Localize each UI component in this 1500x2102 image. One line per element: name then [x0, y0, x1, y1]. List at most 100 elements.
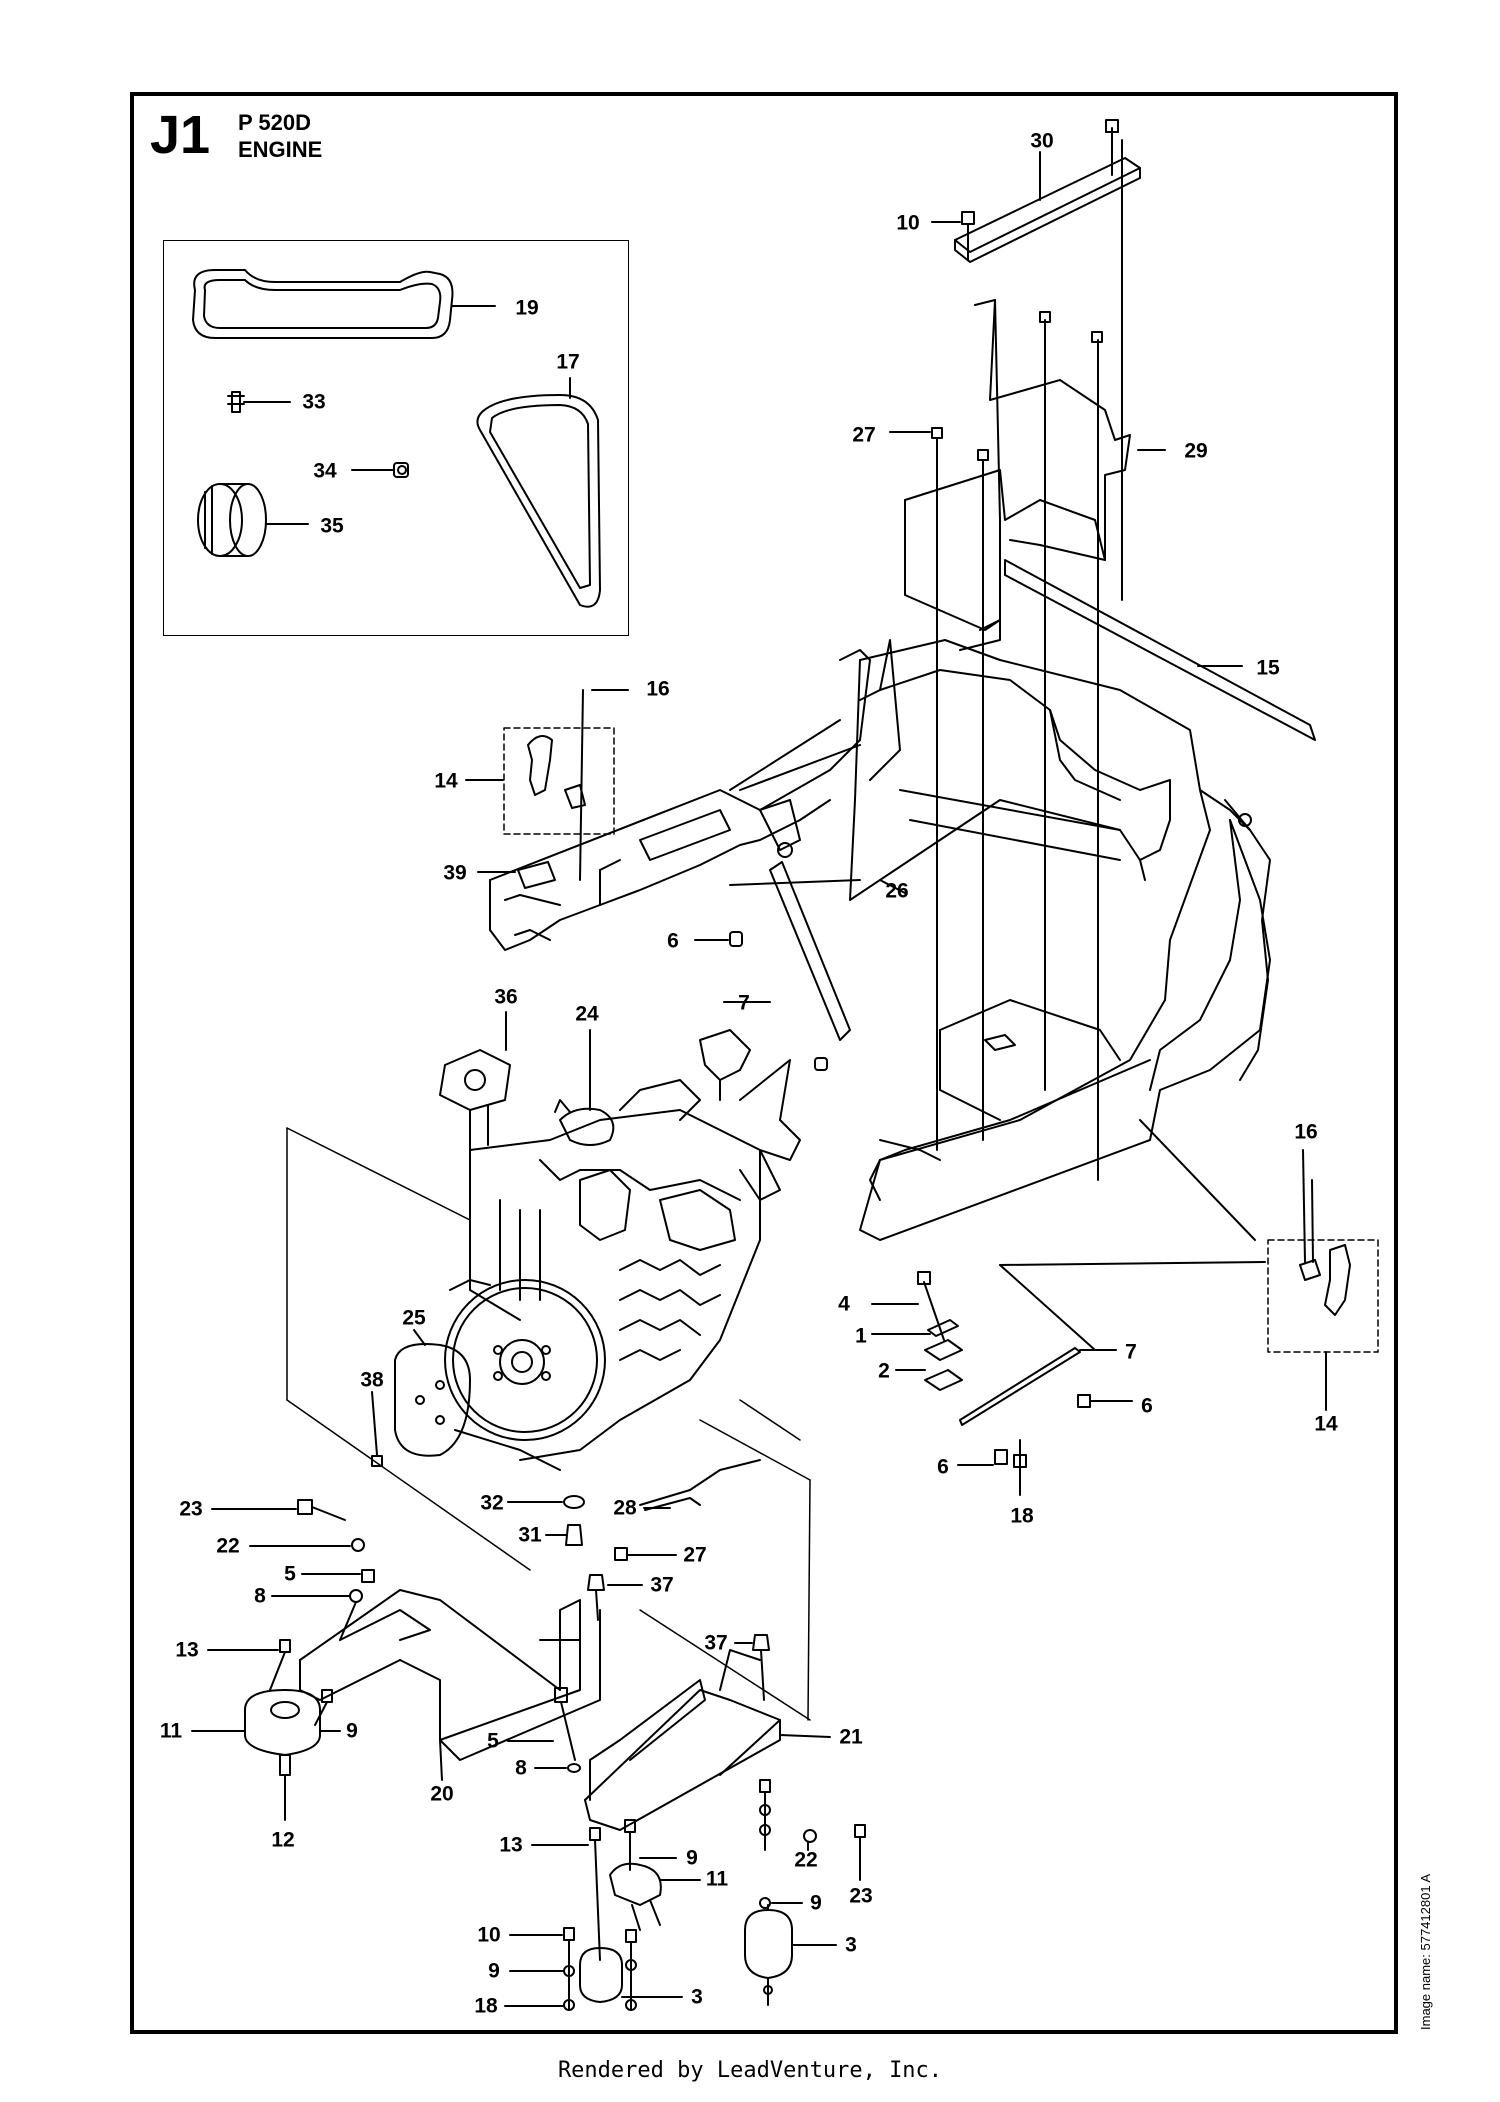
callout-c8b: 8 [515, 1756, 527, 1780]
callout-c33: 33 [302, 390, 326, 414]
latch-part-14-right [1267, 1239, 1379, 1411]
callout-c5a: 5 [284, 1562, 296, 1586]
callout-c10b: 10 [477, 1923, 501, 1947]
callout-c10a: 10 [896, 211, 920, 235]
engine-part-24 [469, 1029, 801, 1461]
isolator-part-11-left [191, 1689, 321, 1821]
callout-c11a: 11 [159, 1719, 183, 1743]
callout-c38: 38 [360, 1368, 384, 1392]
callout-c6c: 6 [937, 1455, 949, 1479]
callout-c19: 19 [515, 296, 539, 320]
dipstick-part-28 [639, 1459, 761, 1511]
callout-c32: 32 [480, 1491, 504, 1515]
callout-c22b: 22 [794, 1848, 818, 1872]
callout-c6b: 6 [1141, 1394, 1153, 1418]
image-name-label: Image name: 577412801 A [1418, 1873, 1433, 2030]
bolt-part-6-upper [694, 931, 828, 1071]
gasket-part-19 [192, 269, 496, 339]
page-code: J1 [150, 105, 211, 165]
callout-c8a: 8 [254, 1584, 266, 1608]
bracket-part-21 [584, 1649, 831, 1831]
callout-c3b: 3 [691, 1985, 703, 2009]
service-kit-box [163, 240, 629, 636]
callout-c21: 21 [839, 1725, 863, 1749]
callout-c23b: 23 [849, 1884, 873, 1908]
rod-part-16-right [1302, 1149, 1314, 1263]
footer-credit: Rendered by LeadVenture, Inc. [557, 2058, 943, 2083]
callout-c18b: 18 [474, 1994, 498, 2018]
callout-c15: 15 [1256, 656, 1280, 680]
gasket-part-36 [439, 1011, 511, 1151]
callout-c7a: 7 [738, 991, 750, 1015]
callout-c14b: 14 [1314, 1412, 1338, 1436]
callout-c34: 34 [313, 459, 337, 483]
flywheel-housing [444, 1279, 606, 1471]
callout-c16b: 16 [1294, 1120, 1318, 1144]
strap-part-7-upper [723, 861, 861, 1041]
callout-c25: 25 [402, 1306, 426, 1330]
mount-part-3-left [504, 1927, 683, 2011]
belt-part-17 [476, 377, 601, 608]
callout-c17: 17 [556, 350, 580, 374]
fitting-part-33 [227, 391, 291, 413]
plate-part-25 [394, 1329, 471, 1457]
bolt-part-13-9-left [207, 1639, 341, 1732]
oil-filter-part-35 [197, 483, 309, 557]
callout-c26: 26 [885, 879, 909, 903]
sump-plug-32-31 [507, 1495, 585, 1546]
callout-c9a: 9 [346, 1719, 358, 1743]
washer-stack-right [759, 1779, 866, 1909]
plug-part-34 [351, 462, 409, 478]
bolt-part-23-left [211, 1499, 346, 1521]
isolator-part-11-right [531, 1819, 701, 1961]
latch-part-14-left [465, 727, 615, 835]
callout-c13b: 13 [499, 1833, 523, 1857]
callout-c39: 39 [443, 861, 467, 885]
strap-part-7-lower [959, 1347, 1117, 1426]
callout-c6a: 6 [667, 929, 679, 953]
section-title: ENGINE [238, 137, 323, 162]
callout-c37a: 37 [650, 1573, 674, 1597]
bolt-part-27-lower [614, 1547, 677, 1561]
bolt-part-5-8-right [507, 1687, 581, 1773]
bolt-part-37 [587, 1574, 770, 1701]
callout-c3a: 3 [845, 1933, 857, 1957]
callout-c22a: 22 [216, 1534, 240, 1558]
callout-c14a: 14 [434, 769, 458, 793]
mount-stack-4-1-2 [871, 1271, 963, 1391]
shield-part-29 [904, 299, 1166, 1181]
callout-c35: 35 [320, 514, 344, 538]
callout-c1: 1 [855, 1324, 867, 1348]
diagram-frame [130, 92, 1398, 2034]
callout-c5b: 5 [487, 1729, 499, 1753]
callout-c18a: 18 [1010, 1504, 1034, 1528]
decal-part-39 [477, 861, 556, 889]
callout-c27b: 27 [683, 1543, 707, 1567]
washer-part-18-upper [1013, 1439, 1027, 1496]
bolt-part-6-lower [957, 1394, 1133, 1466]
callout-c20: 20 [430, 1782, 454, 1806]
bolt-part-38 [371, 1391, 383, 1467]
callout-c13a: 13 [175, 1638, 199, 1662]
callout-c2: 2 [878, 1359, 890, 1383]
callout-c12: 12 [271, 1828, 295, 1852]
callout-c23a: 23 [179, 1497, 203, 1521]
assembly-leader-lines [286, 1127, 811, 1721]
callout-c37b: 37 [704, 1631, 728, 1655]
bolt-part-27 [889, 427, 989, 1151]
bar-part-15 [1004, 559, 1316, 741]
bolt-part-10 [931, 211, 975, 261]
callout-c36: 36 [494, 985, 518, 1009]
callout-c4: 4 [838, 1292, 850, 1316]
mount-part-3-right [744, 1904, 837, 2006]
model-label: P 520D [238, 110, 311, 135]
callout-c7b: 7 [1125, 1340, 1137, 1364]
bracket-part-20 [299, 1589, 601, 1781]
callout-c29: 29 [1184, 439, 1208, 463]
rod-part-16-left [579, 689, 629, 881]
bolt-part-5-8-left [271, 1569, 375, 1641]
left-rail [489, 649, 871, 951]
frame-part-26 [849, 639, 1271, 1241]
callout-c24: 24 [575, 1002, 599, 1026]
